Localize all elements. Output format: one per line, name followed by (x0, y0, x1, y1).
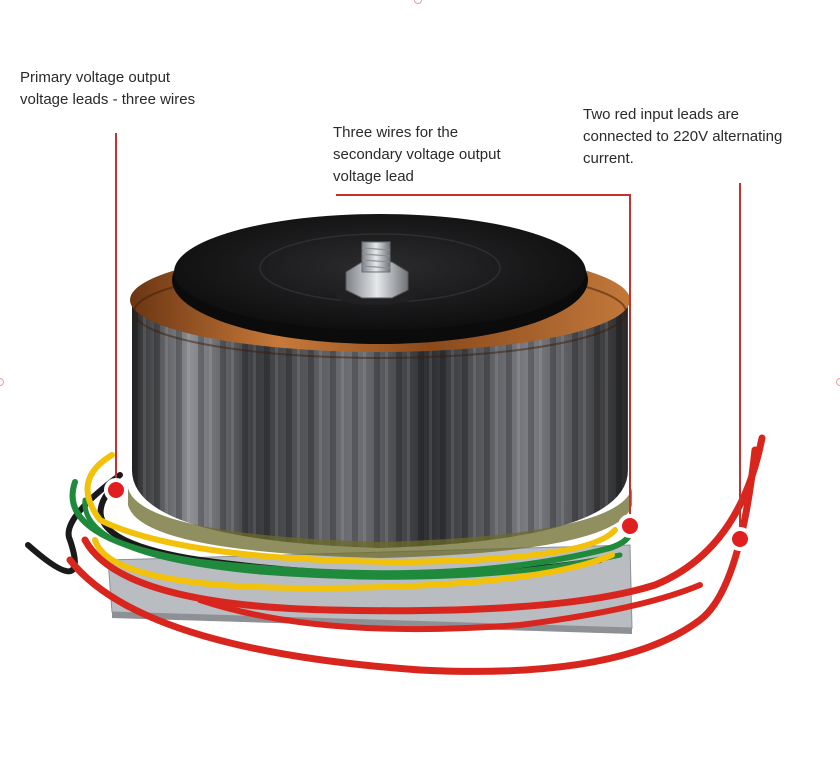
red-lead-wire-2 (66, 446, 759, 675)
red-lead-wire-1 (81, 434, 766, 615)
lead-wires (25, 434, 766, 675)
primary-leads-annotation: Primary voltage output voltage leads - t… (20, 69, 196, 108)
yellow-lead-wire-2 (92, 537, 615, 592)
input-leads-annotation: Two red input leads are connected to 220… (583, 106, 783, 167)
red-lead-wire-3 (197, 582, 703, 633)
yellow-lead-wire (84, 452, 618, 566)
red-dot-marker-icon (728, 527, 752, 551)
green-lead-wire-2 (82, 497, 623, 580)
callout-line-secondary (336, 194, 631, 525)
red-dot-marker-icon (618, 514, 642, 538)
red-dot-marker-icon (104, 478, 128, 502)
edge-mark-right (836, 378, 840, 386)
callout-lines (115, 133, 741, 538)
hex-bolt-icon (336, 241, 416, 305)
secondary-leads-annotation: Three wires for the secondary voltage ou… (333, 124, 501, 185)
lead-markers (104, 478, 752, 551)
